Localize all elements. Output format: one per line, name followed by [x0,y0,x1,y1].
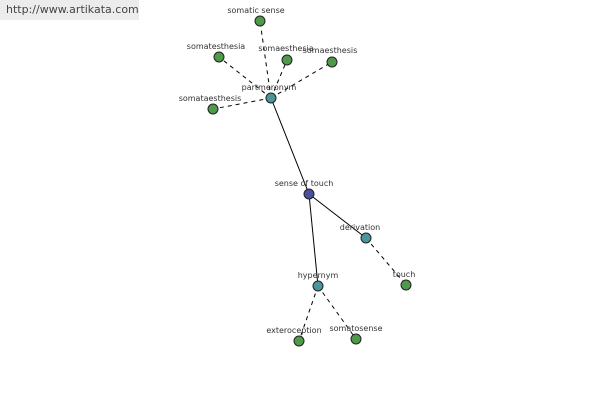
edges-layer [212,20,407,342]
node-label-hypernym: hypernym [298,271,339,280]
node-label-somatesthesia: somatesthesia [187,42,246,51]
edge-derivation-to-touch [365,237,407,286]
site-url-watermark: http://www.artikata.com [0,0,139,20]
node-sense-of-touch[interactable] [303,188,315,200]
edge-hypernym-to-exteroception [298,285,319,342]
node-somataesthesis[interactable] [207,103,219,115]
edge-partmeronym-to-somataesthesis [212,97,272,110]
labels-layer: sense of touch partmeronym derivation hyper… [179,6,416,335]
edge-sense-of-touch-to-derivation [308,193,367,239]
node-exteroception[interactable] [293,335,305,347]
node-somaesthesia[interactable] [281,54,293,66]
node-label-somataesthesis: somataesthesis [179,94,242,103]
node-label-touch: touch [393,270,416,279]
node-derivation[interactable] [360,232,372,244]
edge-sense-of-touch-to-hypernym [308,193,319,287]
node-label-partmeronym: partmeronym [242,83,297,92]
node-somatosense[interactable] [350,333,362,345]
node-label-somaesthesia: somaesthesia [258,44,313,53]
node-somatic-sense[interactable] [254,15,266,27]
node-label-somaesthesis: somaesthesis [303,46,358,55]
node-partmeronym[interactable] [265,92,277,104]
edge-hypernym-to-somatosense [317,285,357,340]
node-label-somatic-sense: somatic sense [227,6,284,15]
edge-partmeronym-to-somaesthesis [270,61,333,99]
node-hypernym[interactable] [312,280,324,292]
node-label-exteroception: exteroception [266,326,321,335]
edge-partmeronym-to-somatesthesia [218,56,272,99]
node-label-sense-of-touch: sense of touch [275,179,334,188]
node-touch[interactable] [400,279,412,291]
edge-partmeronym-to-somaesthesia [270,59,288,99]
node-somaesthesis[interactable] [326,56,338,68]
edge-sense-of-touch-to-partmeronym [270,97,310,195]
node-label-somatosense: somatosense [329,324,382,333]
node-label-derivation: derivation [340,223,380,232]
node-somatesthesia[interactable] [213,51,225,63]
edge-partmeronym-to-somatic-sense [259,20,272,99]
nodes-layer [207,15,412,347]
